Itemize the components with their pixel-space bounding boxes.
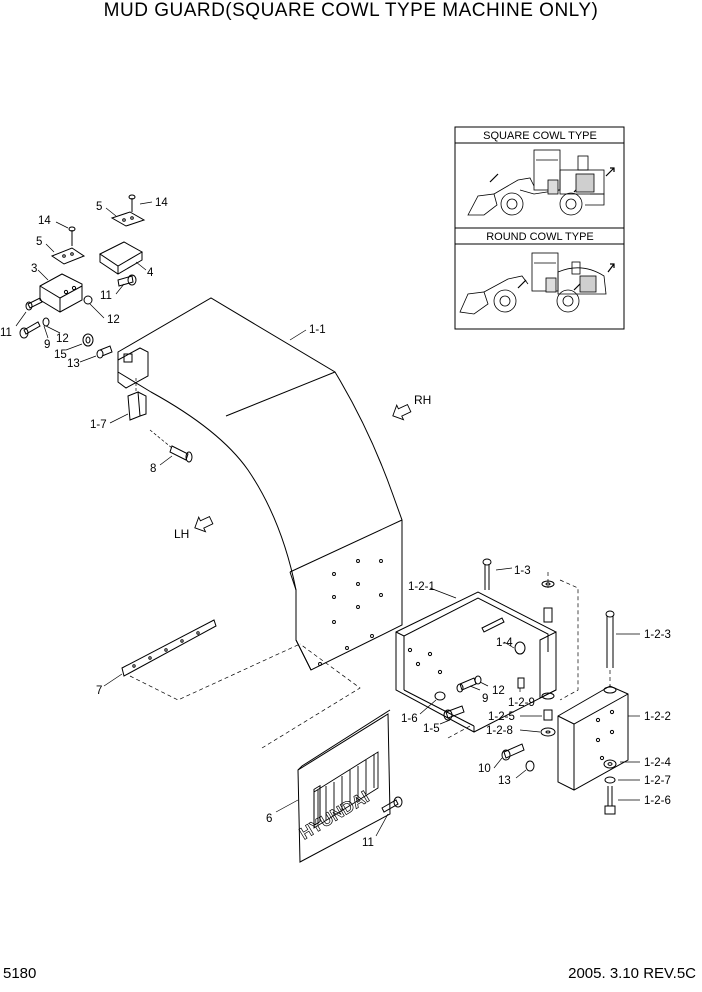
page-title: MUD GUARD(SQUARE COWL TYPE MACHINE ONLY) — [103, 0, 599, 21]
callout-14b: 14 — [155, 197, 168, 209]
page-number: 5180 — [3, 965, 37, 982]
cowl-type-inset — [454, 126, 625, 330]
part-5-plate-b — [105, 207, 146, 227]
callout-5a: 5 — [36, 236, 42, 248]
callout-1-6: 1-6 — [401, 713, 418, 725]
rh-label: RH — [414, 393, 431, 407]
fasteners-bracket — [456, 675, 525, 693]
part-1-3-bolt — [482, 558, 513, 590]
callout-13a: 13 — [67, 358, 80, 370]
fasteners-left — [15, 295, 105, 339]
part-1-2-4-washer — [603, 759, 640, 769]
callout-1-3: 1-3 — [514, 565, 531, 577]
part-4-bracket — [99, 241, 147, 275]
part-1-2-5-spacer — [520, 709, 553, 721]
callout-10: 10 — [478, 763, 491, 775]
callout-13b: 13 — [498, 775, 511, 787]
callout-12a: 12 — [56, 333, 69, 345]
part-11-bolt-c — [375, 796, 403, 837]
top-washer — [541, 580, 555, 623]
callout-12c: 12 — [492, 685, 505, 697]
lh-arrow — [194, 515, 214, 533]
square-cowl-label: SQUARE COWL TYPE — [483, 130, 597, 142]
part-14-bolt-a — [55, 221, 76, 246]
callout-15: 15 — [54, 349, 67, 361]
callout-6: 6 — [266, 813, 272, 825]
callout-1-4: 1-4 — [496, 637, 513, 649]
inset-labels: SQUARE COWL TYPE ROUND COWL TYPE — [483, 130, 597, 243]
mounting-holes — [318, 559, 383, 666]
round-cowl-label: ROUND COWL TYPE — [486, 231, 594, 243]
callout-1-2-7: 1-2-7 — [644, 775, 671, 787]
callout-14a: 14 — [38, 215, 51, 227]
lh-label: LH — [174, 527, 189, 541]
part-1-5-bolt — [439, 705, 465, 725]
part-1-2-7-washer — [604, 776, 640, 784]
part-5-plate-a — [45, 243, 86, 265]
callout-3: 3 — [31, 263, 37, 275]
callout-11c: 11 — [362, 837, 374, 849]
part-6-mud-flap — [275, 709, 391, 863]
part-1-2-2-plate — [557, 685, 640, 791]
part-13-washer-b — [515, 760, 535, 779]
callout-1-2-6: 1-2-6 — [644, 795, 671, 807]
part-7-strip — [103, 619, 361, 749]
part-1-2-3-long-bolt — [605, 610, 640, 686]
callout-1-2-8: 1-2-8 — [486, 725, 513, 737]
part-3-bracket — [37, 269, 83, 313]
callout-9a: 9 — [44, 339, 50, 351]
round-cowl-loader-image — [459, 252, 615, 315]
rh-arrow — [392, 403, 412, 421]
callout-labels: 14 5 3 11 9 12 14 5 4 11 12 15 13 1-1 1-… — [0, 197, 671, 849]
callout-7: 7 — [96, 685, 102, 697]
callout-11a: 11 — [0, 327, 12, 339]
mud-guard-body — [117, 297, 403, 671]
callout-1-5: 1-5 — [423, 723, 440, 735]
callout-5b: 5 — [96, 201, 102, 213]
revision-info: 2005. 3.10 REV.5C — [568, 965, 696, 982]
callout-1-2-2: 1-2-2 — [644, 711, 671, 723]
part-10-bolt — [493, 743, 525, 769]
callout-1-2-1: 1-2-1 — [408, 581, 435, 593]
part-1-4-pin — [481, 617, 526, 655]
callout-9b: 9 — [482, 693, 488, 705]
square-cowl-loader-image — [467, 149, 615, 216]
part-1-2-8-washer — [519, 727, 556, 737]
callout-1-2-3: 1-2-3 — [644, 629, 671, 641]
fasteners-middle — [65, 333, 113, 363]
callout-1-2-9: 1-2-9 — [508, 697, 535, 709]
callout-11b: 11 — [100, 290, 112, 302]
part-1-7-clip — [109, 378, 147, 424]
part-1-6-washer — [419, 691, 446, 715]
part-8-bolt — [149, 429, 193, 466]
part-1-2-1-bracket — [395, 572, 579, 739]
callout-1-2-4: 1-2-4 — [644, 757, 671, 769]
callout-4: 4 — [147, 267, 154, 279]
callout-8: 8 — [150, 463, 156, 475]
callout-1-2-5: 1-2-5 — [488, 711, 515, 723]
callout-1-7: 1-7 — [90, 419, 107, 431]
part-14-bolt-b — [128, 194, 153, 212]
part-1-2-6-bolt — [604, 786, 640, 815]
callout-1-1: 1-1 — [309, 324, 326, 336]
callout-12b: 12 — [107, 314, 120, 326]
part-11-bolt-b — [115, 274, 137, 295]
